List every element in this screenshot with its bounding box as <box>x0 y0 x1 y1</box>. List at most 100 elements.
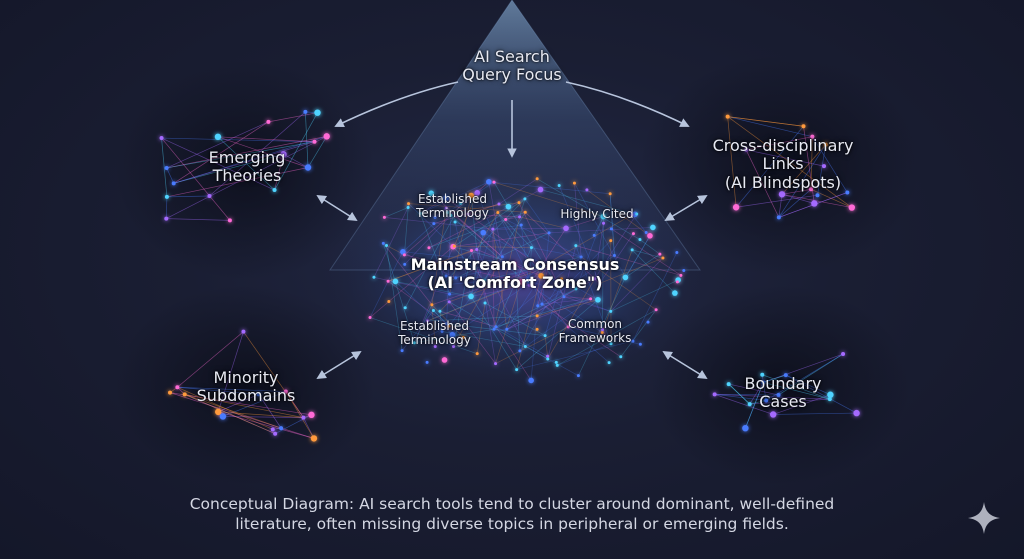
boundary-cluster-edge <box>765 353 844 401</box>
core-edge <box>632 252 678 342</box>
core-node <box>658 252 662 256</box>
cross-cluster-edge <box>781 193 815 204</box>
core-node <box>619 355 623 359</box>
core-edge <box>537 299 599 317</box>
core-node <box>527 283 531 287</box>
core-node <box>517 201 521 205</box>
core-edge <box>631 249 676 294</box>
core-edge <box>541 232 550 305</box>
boundary-cluster-edge <box>714 394 779 396</box>
minority-cluster-node <box>219 413 227 420</box>
core-edge <box>547 278 596 360</box>
minority-cluster-node <box>270 427 275 432</box>
core-edge <box>586 189 651 237</box>
core-edge <box>493 247 532 330</box>
core-node <box>386 279 390 283</box>
core-node <box>441 357 448 363</box>
core-node <box>403 306 407 310</box>
emerging-cluster-node <box>164 194 169 199</box>
core-node <box>381 241 385 245</box>
core-node <box>523 210 527 214</box>
core-edge <box>493 288 577 330</box>
core-edge <box>541 303 610 363</box>
boundary-bidir-arrow <box>662 350 708 380</box>
minority-cluster-edge <box>177 386 259 395</box>
cross-cluster-edge <box>727 116 804 127</box>
core-edge <box>537 266 549 306</box>
core-edge <box>495 326 532 381</box>
boundary-cluster-node <box>760 372 765 377</box>
core-node <box>402 253 406 257</box>
cross-cluster-edge <box>727 116 737 208</box>
core-edge <box>625 235 651 278</box>
core-node <box>486 179 492 185</box>
emerging-cluster-node <box>164 216 169 221</box>
core-node <box>447 324 451 328</box>
core-node <box>595 296 601 303</box>
core-edge <box>395 281 472 297</box>
mainstream-consensus-label: Mainstream Consensus (AI 'Comfort Zone") <box>410 255 620 293</box>
core-edge <box>439 310 497 328</box>
emerging-cluster-edge <box>161 137 315 143</box>
core-node <box>574 244 578 248</box>
cross-cluster-node <box>725 114 730 119</box>
boundary-cluster-edge <box>763 382 830 400</box>
cross-cluster-edge <box>781 144 826 195</box>
core-edge <box>446 323 546 336</box>
highly-cited-label: Highly Cited <box>560 207 634 221</box>
core-node <box>630 213 634 217</box>
core-node <box>447 300 451 304</box>
periphery-blob-tl <box>115 60 375 280</box>
core-edge <box>439 301 450 312</box>
core-edge <box>540 189 636 215</box>
core-edge <box>449 301 548 360</box>
emerging-cluster-edge <box>166 136 327 219</box>
core-node <box>535 327 539 331</box>
core-node <box>537 186 544 193</box>
core-edge <box>402 223 435 253</box>
emerging-cluster-edge <box>305 111 309 168</box>
boundary-cluster-edge <box>728 383 779 396</box>
minority-cluster-edge <box>177 331 244 388</box>
cross-cluster-edge <box>727 116 813 138</box>
core-edge <box>433 203 500 224</box>
core-edge <box>428 211 526 249</box>
cross-cluster-node <box>822 164 827 169</box>
boundary-cluster-edge <box>714 394 774 415</box>
core-edge <box>495 326 548 357</box>
core-node <box>482 278 486 282</box>
core-node <box>650 224 656 231</box>
minority-cluster-edge <box>285 391 315 439</box>
core-node <box>535 314 539 318</box>
core-edge <box>431 208 447 305</box>
core-node <box>672 290 678 296</box>
core-edge <box>519 216 567 229</box>
core-edge <box>468 213 520 218</box>
arrows <box>316 81 708 380</box>
core-edge <box>578 277 626 376</box>
core-edge <box>610 257 664 312</box>
core-edge <box>575 216 604 290</box>
core-edge <box>446 275 529 281</box>
core-edge <box>427 279 529 322</box>
core-edge <box>547 245 577 360</box>
core-node <box>430 303 434 307</box>
emerging-cluster-edge <box>161 137 275 191</box>
core-edge <box>454 221 472 297</box>
core-edge <box>442 331 526 347</box>
core-node <box>566 325 570 329</box>
core-edge <box>427 315 538 322</box>
cross-cluster-edge <box>810 188 852 208</box>
core-node <box>480 229 487 236</box>
core-edge <box>516 340 633 370</box>
core-edge <box>470 284 530 297</box>
core-edge <box>373 276 450 295</box>
core-node <box>452 244 456 248</box>
core-node <box>453 220 457 224</box>
core-edge <box>497 212 532 248</box>
minority-cluster-node <box>175 385 180 390</box>
core-edge <box>602 329 612 344</box>
core-edge <box>620 309 657 357</box>
